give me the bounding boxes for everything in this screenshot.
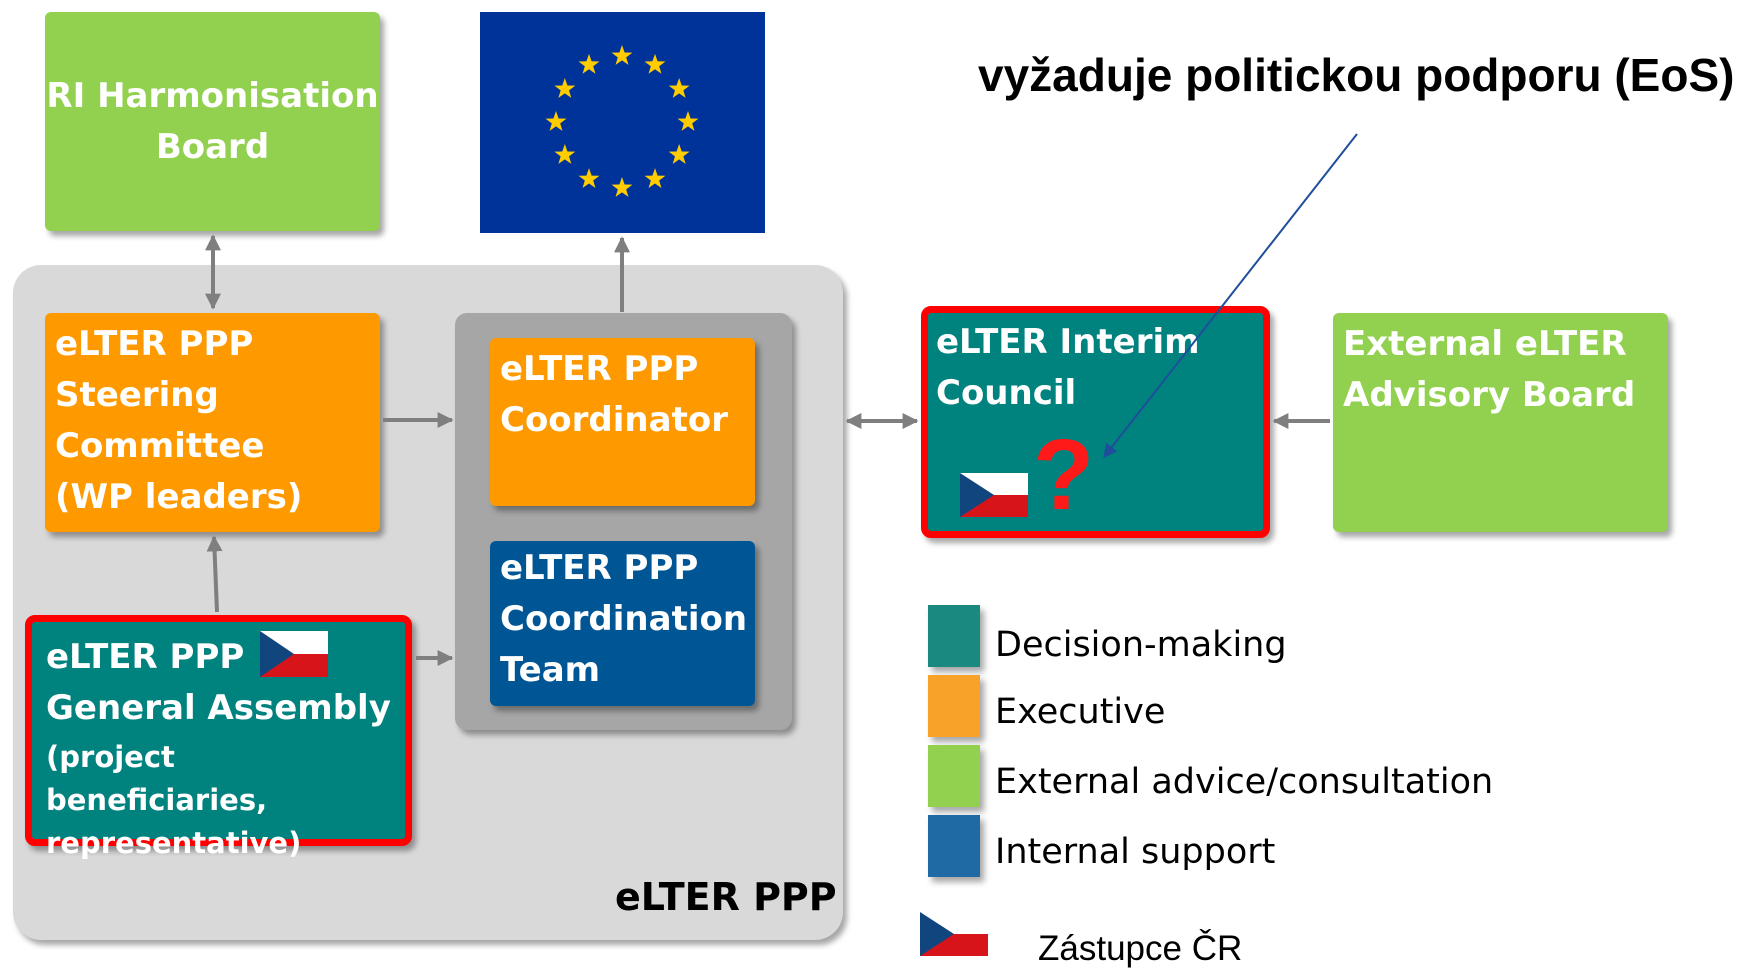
eu-star-icon	[677, 111, 699, 131]
coordination-team-label: eLTER PPP Coordination Team	[500, 548, 748, 690]
external-advisory-board: External eLTER Advisory Board	[1333, 313, 1668, 532]
general-assembly-title: eLTER PPP General Assembly	[46, 637, 391, 728]
legend-label-external-advice: External advice/consultation	[995, 762, 1494, 802]
steering-committee-label: eLTER PPP Steering Committee (WP leaders…	[55, 324, 303, 517]
interim-council: eLTER Interim Council ?	[921, 306, 1270, 538]
eu-star-icon	[644, 168, 666, 189]
eu-star-icon	[554, 144, 576, 164]
political-support-annotation: vyžaduje politickou podporu (EoS)	[978, 49, 1735, 101]
external-advisory-board-label: External eLTER Advisory Board	[1343, 324, 1636, 415]
eu-star-icon	[611, 177, 633, 197]
eu-star-icon	[554, 78, 576, 98]
czech-flag-icon	[260, 631, 328, 677]
eu-star-icon	[611, 45, 633, 65]
ri-harmonisation-board-label: RI Harmonisation Board	[46, 75, 379, 167]
flag-legend-label: Zástupce ČR	[1038, 929, 1243, 968]
coordinator: eLTER PPP Coordinator	[490, 338, 755, 506]
eu-stars-icon	[545, 45, 699, 197]
legend-swatch-decision-making	[928, 605, 980, 667]
czech-flag-icon	[960, 473, 1028, 517]
eu-star-icon	[545, 111, 567, 131]
coordination-team: eLTER PPP Coordination Team	[490, 541, 755, 706]
eu-star-icon	[668, 144, 690, 164]
eu-flag	[480, 12, 765, 233]
legend-label-decision-making: Decision-making	[995, 625, 1287, 665]
legend-swatch-executive	[928, 675, 980, 737]
eu-star-icon	[644, 53, 666, 74]
annotation-pointer-arrow	[1103, 133, 1358, 459]
eu-star-icon	[578, 53, 600, 74]
steering-committee: eLTER PPP Steering Committee (WP leaders…	[45, 313, 380, 532]
eu-star-icon	[668, 78, 690, 98]
question-mark: ?	[1033, 419, 1095, 531]
legend-swatch-external-advice	[928, 745, 980, 807]
legend-label-executive: Executive	[995, 692, 1166, 732]
coordinator-label: eLTER PPP Coordinator	[500, 349, 728, 440]
legend-label-internal-support: Internal support	[995, 832, 1276, 872]
interim-council-label: eLTER Interim Council	[936, 322, 1200, 413]
eu-star-icon	[578, 168, 600, 189]
arrow-assembly-steering	[206, 535, 223, 613]
legend-swatch-internal-support	[928, 815, 980, 877]
general-assembly: eLTER PPP General Assembly (project bene…	[25, 615, 412, 860]
ri-harmonisation-board: RI Harmonisation Board	[45, 12, 380, 231]
ppp-group-label: eLTER PPP	[615, 875, 837, 919]
general-assembly-subtitle: (project beneficiaries, representative)	[46, 740, 302, 860]
czech-flag-icon	[920, 912, 988, 956]
